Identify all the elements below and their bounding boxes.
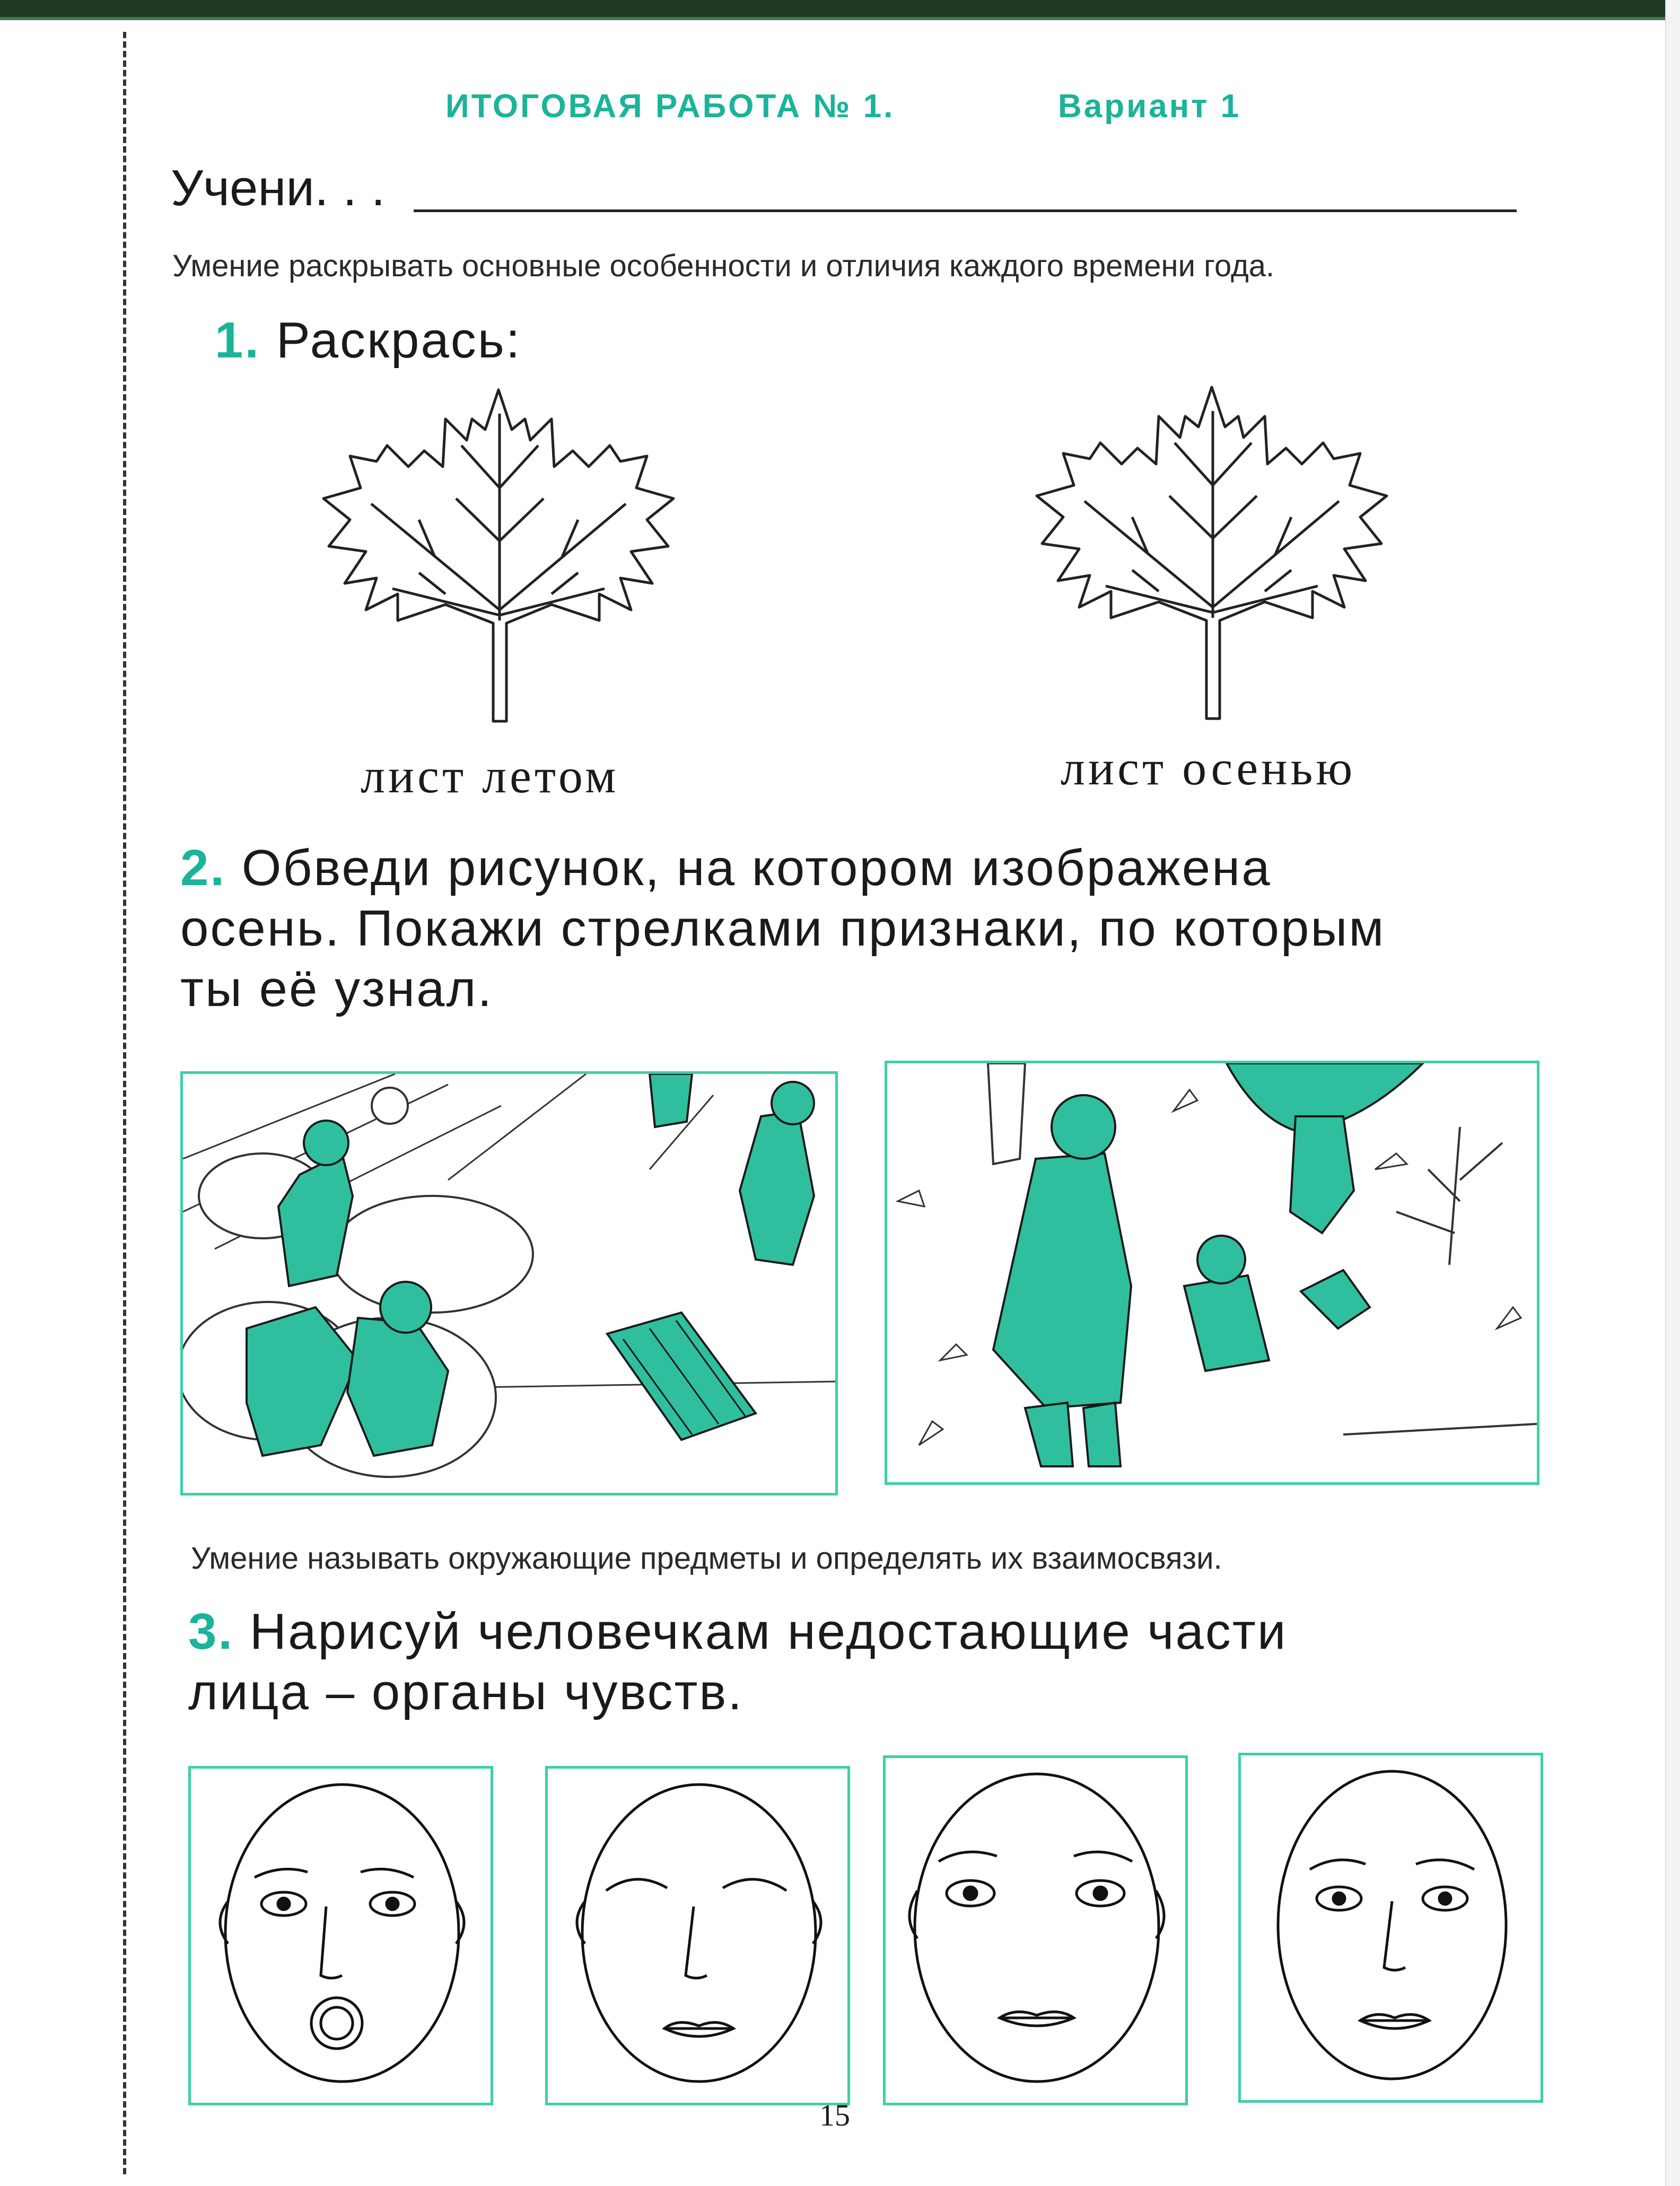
- autumn-leaf-caption: лист осенью: [1061, 741, 1356, 795]
- autumn-leaf-icon[interactable]: [1016, 379, 1408, 729]
- task-1: 1. Раскрась:: [215, 310, 521, 371]
- task-text-line-1: Обведи рисунок, на котором изображена: [241, 840, 1272, 896]
- variant-label: Вариант 1: [1058, 88, 1241, 125]
- task-text-line-2: лица – органы чувств.: [188, 1664, 744, 1720]
- face-box-3[interactable]: [883, 1755, 1188, 2105]
- task-text-line-1: Нарисуй человечкам недостающие части: [249, 1603, 1288, 1660]
- face-missing-eyes-icon: [575, 1783, 822, 2083]
- page-number: 15: [819, 2098, 850, 2132]
- autumn-scene-image: [895, 1062, 1537, 1467]
- skill-description-2: Умение называть окружающие предметы и оп…: [191, 1541, 1222, 1576]
- task-number: 1.: [215, 312, 261, 369]
- work-title: ИТОГОВАЯ РАБОТА № 1.: [445, 88, 895, 125]
- summer-leaf-caption: лист летом: [361, 749, 619, 803]
- autumn-picture[interactable]: [885, 1061, 1539, 1485]
- skill-description-1: Умение раскрывать основные особенности и…: [172, 249, 1275, 283]
- pupil-label: Учени. . .: [171, 160, 386, 216]
- face-missing-nose-icon: [908, 1772, 1166, 2083]
- page-binding-edge: [1665, 0, 1680, 2186]
- winter-picture[interactable]: [177, 1071, 838, 1496]
- face-box-4[interactable]: [1238, 1753, 1543, 2103]
- pupil-name-line[interactable]: [414, 209, 1517, 212]
- cut-line: [123, 32, 126, 2174]
- task-text: Раскрась:: [276, 312, 522, 369]
- top-edge-line: [0, 17, 1680, 20]
- task-3: 3. Нарисуй человечкам недостающие части …: [188, 1602, 1287, 1722]
- face-missing-ears-icon-2: [1276, 1770, 1508, 2080]
- face-box-2[interactable]: [545, 1766, 850, 2105]
- face-box-1[interactable]: [188, 1766, 493, 2105]
- top-edge-bar: [0, 0, 1680, 17]
- task-number: 2.: [180, 840, 226, 896]
- winter-scene-image: [177, 1073, 836, 1478]
- task-2: 2. Обведи рисунок, на котором изображена…: [180, 838, 1385, 1019]
- task-number: 3.: [188, 1603, 234, 1660]
- summer-leaf-icon[interactable]: [302, 382, 695, 732]
- task-text-line-3: ты её узнал.: [180, 960, 494, 1017]
- face-missing-ears-icon: [218, 1783, 466, 2083]
- task-text-line-2: осень. Покажи стрелками признаки, по кот…: [180, 900, 1386, 957]
